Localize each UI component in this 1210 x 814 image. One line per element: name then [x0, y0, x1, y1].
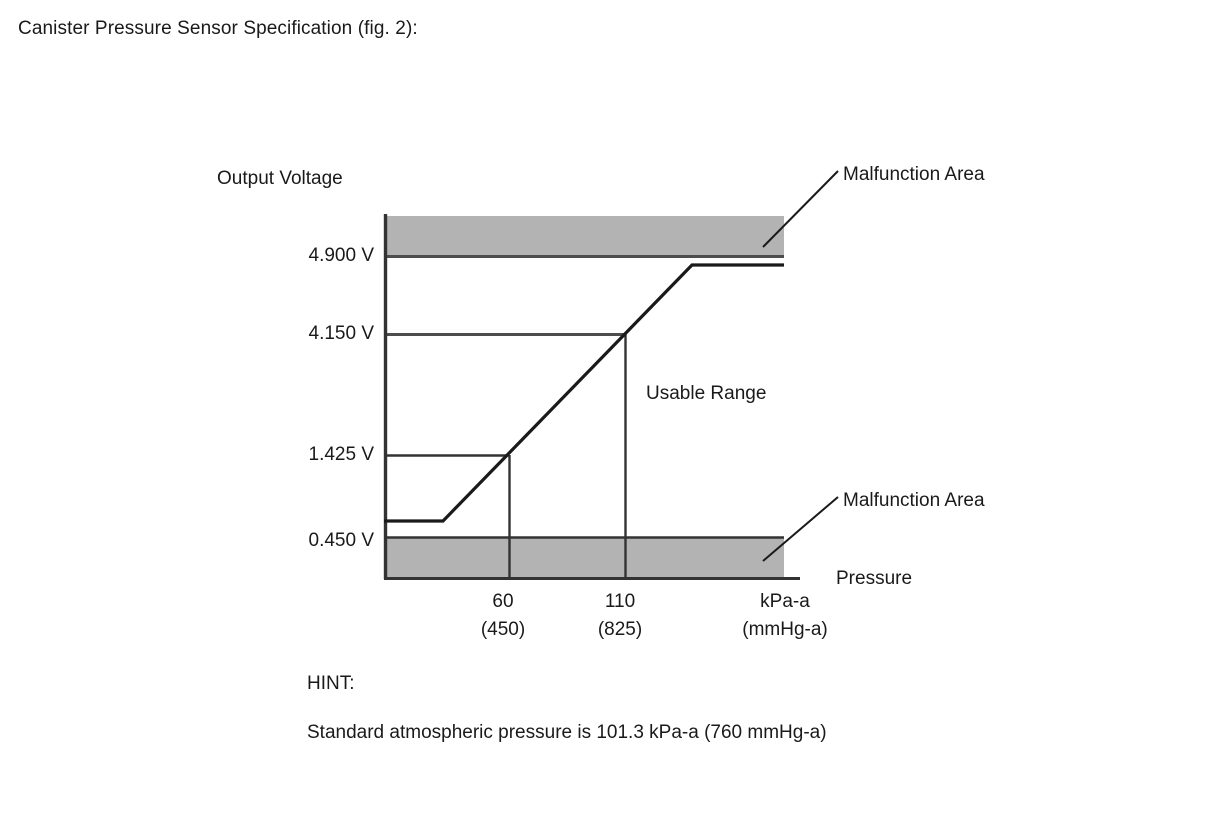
malfunction-band-lower: [384, 537, 784, 578]
y-tick-label-1425v: 1.425 V: [308, 444, 375, 465]
x-tick-group-110kpa: 110 (825): [560, 588, 680, 643]
malfunction-band-upper: [384, 216, 784, 256]
page-title: Canister Pressure Sensor Specification (…: [18, 18, 418, 39]
y-tick-label-0450v: 0.450 V: [308, 530, 375, 551]
x-tick-label-60-primary: 60: [492, 591, 514, 612]
hint-text: Standard atmospheric pressure is 101.3 k…: [307, 722, 827, 743]
x-tick-group-units: kPa-a (mmHg-a): [705, 588, 865, 643]
x-tick-label-unit-secondary: (mmHg-a): [742, 618, 828, 640]
y-axis-title: Output Voltage: [217, 168, 343, 189]
leader-line-malfunction-upper: [762, 170, 839, 248]
x-axis-title: Pressure: [836, 568, 913, 589]
callout-malfunction-area-lower: Malfunction Area: [843, 490, 985, 511]
sensor-output-curve: [384, 263, 784, 523]
leader-line-malfunction-lower: [762, 496, 839, 562]
x-tick-label-60-secondary: (450): [480, 618, 526, 640]
callout-malfunction-area-upper: Malfunction Area: [843, 164, 985, 185]
y-tick-label-4150v: 4.150 V: [308, 323, 375, 344]
x-tick-label-110-secondary: (825): [597, 618, 643, 640]
x-tick-label-110-primary: 110: [604, 591, 636, 612]
callout-usable-range: Usable Range: [646, 383, 767, 404]
hint-label: HINT:: [307, 673, 355, 694]
x-tick-group-60kpa: 60 (450): [443, 588, 563, 643]
y-tick-label-4900v: 4.900 V: [308, 245, 375, 266]
x-tick-label-unit-primary: kPa-a: [760, 591, 810, 612]
